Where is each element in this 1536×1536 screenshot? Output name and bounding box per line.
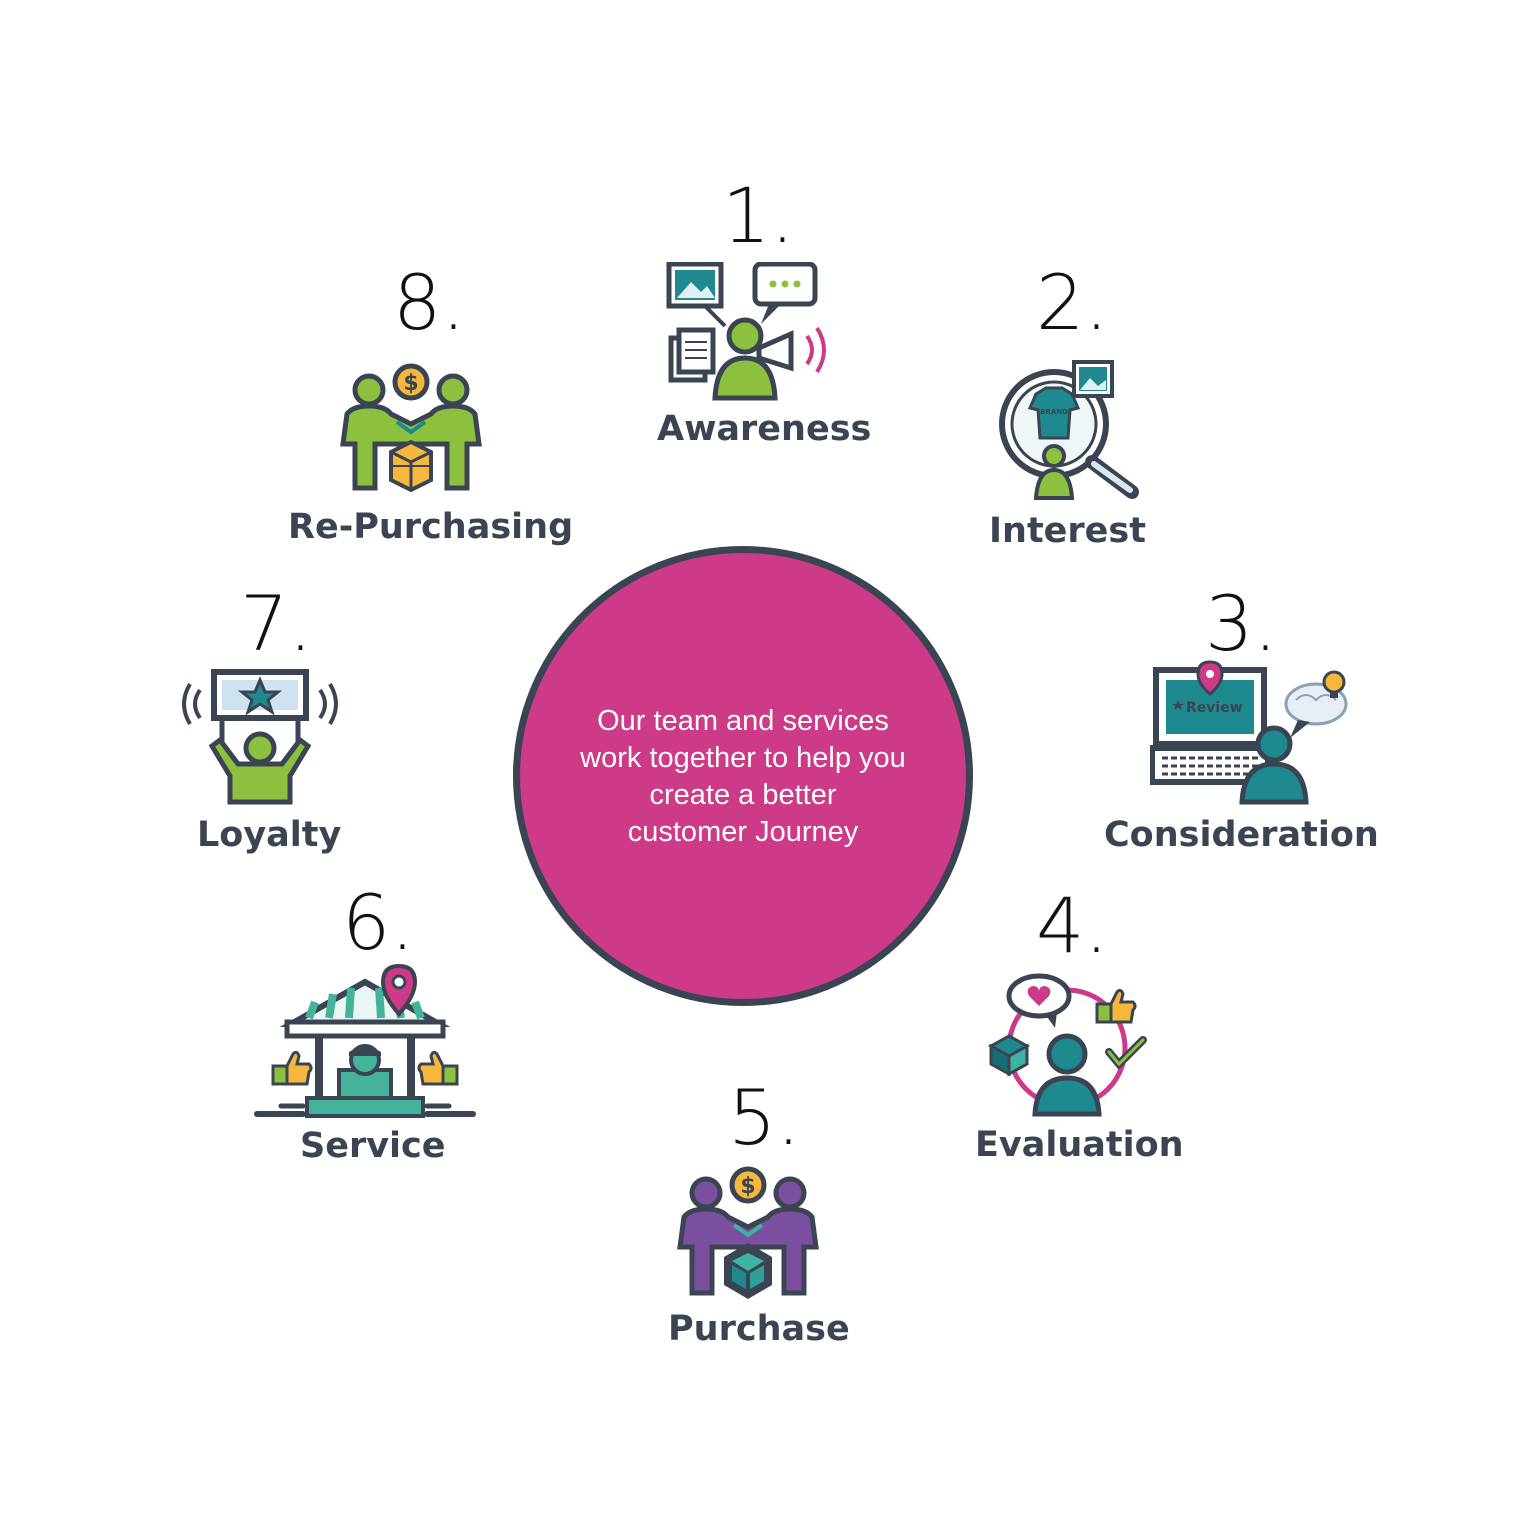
center-text-line: create a better bbox=[649, 779, 837, 811]
service-store-icon bbox=[254, 963, 476, 1118]
center-text-line: work together to help you bbox=[580, 742, 906, 774]
megaphone-person-icon bbox=[666, 262, 826, 401]
center-text-line: customer Journey bbox=[627, 816, 859, 848]
stage-number-2: 2. bbox=[1036, 258, 1109, 347]
stage-number-5: 5. bbox=[728, 1073, 801, 1162]
stage-number-3: 3. bbox=[1205, 579, 1278, 668]
center-text: Our team and services work together to h… bbox=[540, 703, 946, 851]
stage-label-1: Awareness bbox=[657, 409, 872, 449]
evaluation-cycle-icon bbox=[987, 973, 1147, 1117]
handshake-repurchase-icon: $ bbox=[340, 363, 482, 492]
magnifier-brand-icon: BRAND bbox=[999, 360, 1139, 500]
stage-number-8: 8. bbox=[393, 258, 466, 347]
stage-label-3: Consideration bbox=[1104, 815, 1379, 855]
brand-text: BRAND bbox=[1040, 408, 1068, 416]
svg-text:$: $ bbox=[403, 371, 418, 396]
stage-label-5: Purchase bbox=[668, 1309, 850, 1349]
stage-number-4: 4. bbox=[1036, 881, 1109, 970]
review-text: Review bbox=[1186, 700, 1243, 716]
stage-label-8: Re-Purchasing bbox=[288, 507, 574, 547]
stage-number-1: 1. bbox=[722, 171, 795, 260]
stage-label-2: Interest bbox=[989, 511, 1146, 551]
stage-label-4: Evaluation bbox=[975, 1125, 1184, 1165]
stage-number-7: 7. bbox=[240, 579, 313, 668]
center-text-line: Our team and services bbox=[597, 705, 889, 737]
center-circle bbox=[513, 546, 973, 1006]
stage-number-6: 6. bbox=[342, 878, 415, 967]
stage-label-6: Service bbox=[300, 1126, 446, 1166]
laptop-review-icon: Review bbox=[1150, 660, 1348, 805]
handshake-purchase-icon: $ bbox=[677, 1166, 819, 1299]
stage-label-7: Loyalty bbox=[197, 815, 342, 855]
svg-text:$: $ bbox=[740, 1174, 755, 1199]
loyalty-sign-icon bbox=[182, 669, 338, 805]
